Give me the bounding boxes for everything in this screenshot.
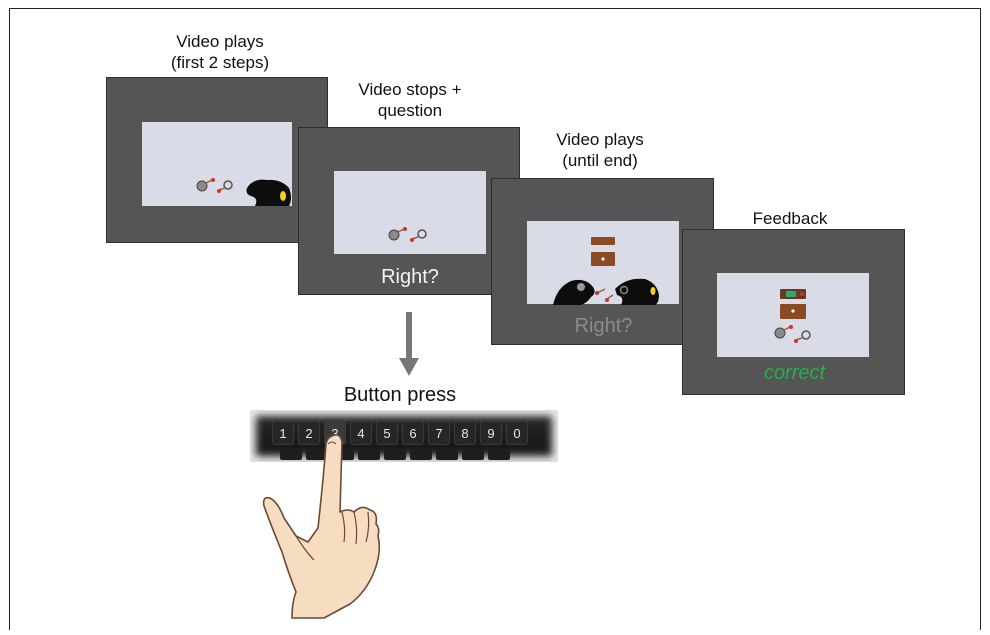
key-7[interactable]: 7	[428, 421, 450, 445]
question-prompt-faded: Right?	[574, 315, 633, 337]
step1-label-line1: Video plays	[176, 32, 264, 51]
key-lower	[436, 450, 458, 460]
step3-label-line2: (until end)	[562, 151, 638, 170]
key-lower	[358, 450, 380, 460]
key-lower	[280, 450, 302, 460]
feedback-correct: correct	[763, 362, 826, 384]
step1-label-line2: (first 2 steps)	[170, 53, 270, 72]
key-lower	[462, 450, 484, 460]
video-area-step2	[334, 171, 486, 254]
pressing-hand-icon	[262, 434, 381, 619]
key-4[interactable]: 4	[350, 421, 372, 445]
key-lower	[384, 450, 406, 460]
video-area-step4	[717, 273, 869, 357]
key-lower	[306, 450, 328, 460]
key-9[interactable]: 9	[480, 421, 502, 445]
step3-label: Video plays (until end)	[510, 129, 690, 171]
screen-step1	[106, 77, 328, 243]
step3-label-line1: Video plays	[556, 130, 644, 149]
step2-label-line2: question	[377, 101, 443, 120]
screen-step4: correct	[682, 229, 905, 395]
step4-label: Feedback	[700, 208, 880, 229]
step2-label: Video stops + question	[320, 79, 500, 121]
key-6[interactable]: 6	[402, 421, 424, 445]
key-8[interactable]: 8	[454, 421, 476, 445]
hand-glove-icon	[246, 179, 291, 206]
step4-label-line1: Feedback	[752, 209, 828, 228]
key-lower	[488, 450, 510, 460]
task-objects-icon	[388, 227, 427, 242]
screen-step2: Right?	[298, 127, 520, 295]
key-2[interactable]: 2	[298, 421, 320, 445]
figure-border	[9, 8, 981, 630]
key-lower	[332, 450, 354, 460]
key-1[interactable]: 1	[272, 421, 294, 445]
task-objects-icon	[196, 178, 233, 193]
hands-gloves-icon	[553, 278, 659, 305]
step1-label: Video plays (first 2 steps)	[130, 31, 310, 73]
step2-label-line1: Video stops +	[358, 80, 462, 99]
down-arrow-icon	[399, 312, 419, 376]
video-area-step1	[142, 122, 292, 206]
assembled-objects-icon	[774, 289, 811, 343]
key-lower	[410, 450, 432, 460]
key-5[interactable]: 5	[376, 421, 398, 445]
question-prompt: Right?	[381, 266, 439, 288]
key-0[interactable]: 0	[506, 421, 528, 445]
button-press-label: Button press	[343, 384, 457, 406]
video-area-step3	[527, 221, 679, 305]
drawer-box-icon	[591, 237, 615, 266]
screen-step3: Right?	[491, 178, 714, 345]
keyboard-number-row: 1 2 3 4 5 6 7 8 9 0	[250, 410, 558, 462]
